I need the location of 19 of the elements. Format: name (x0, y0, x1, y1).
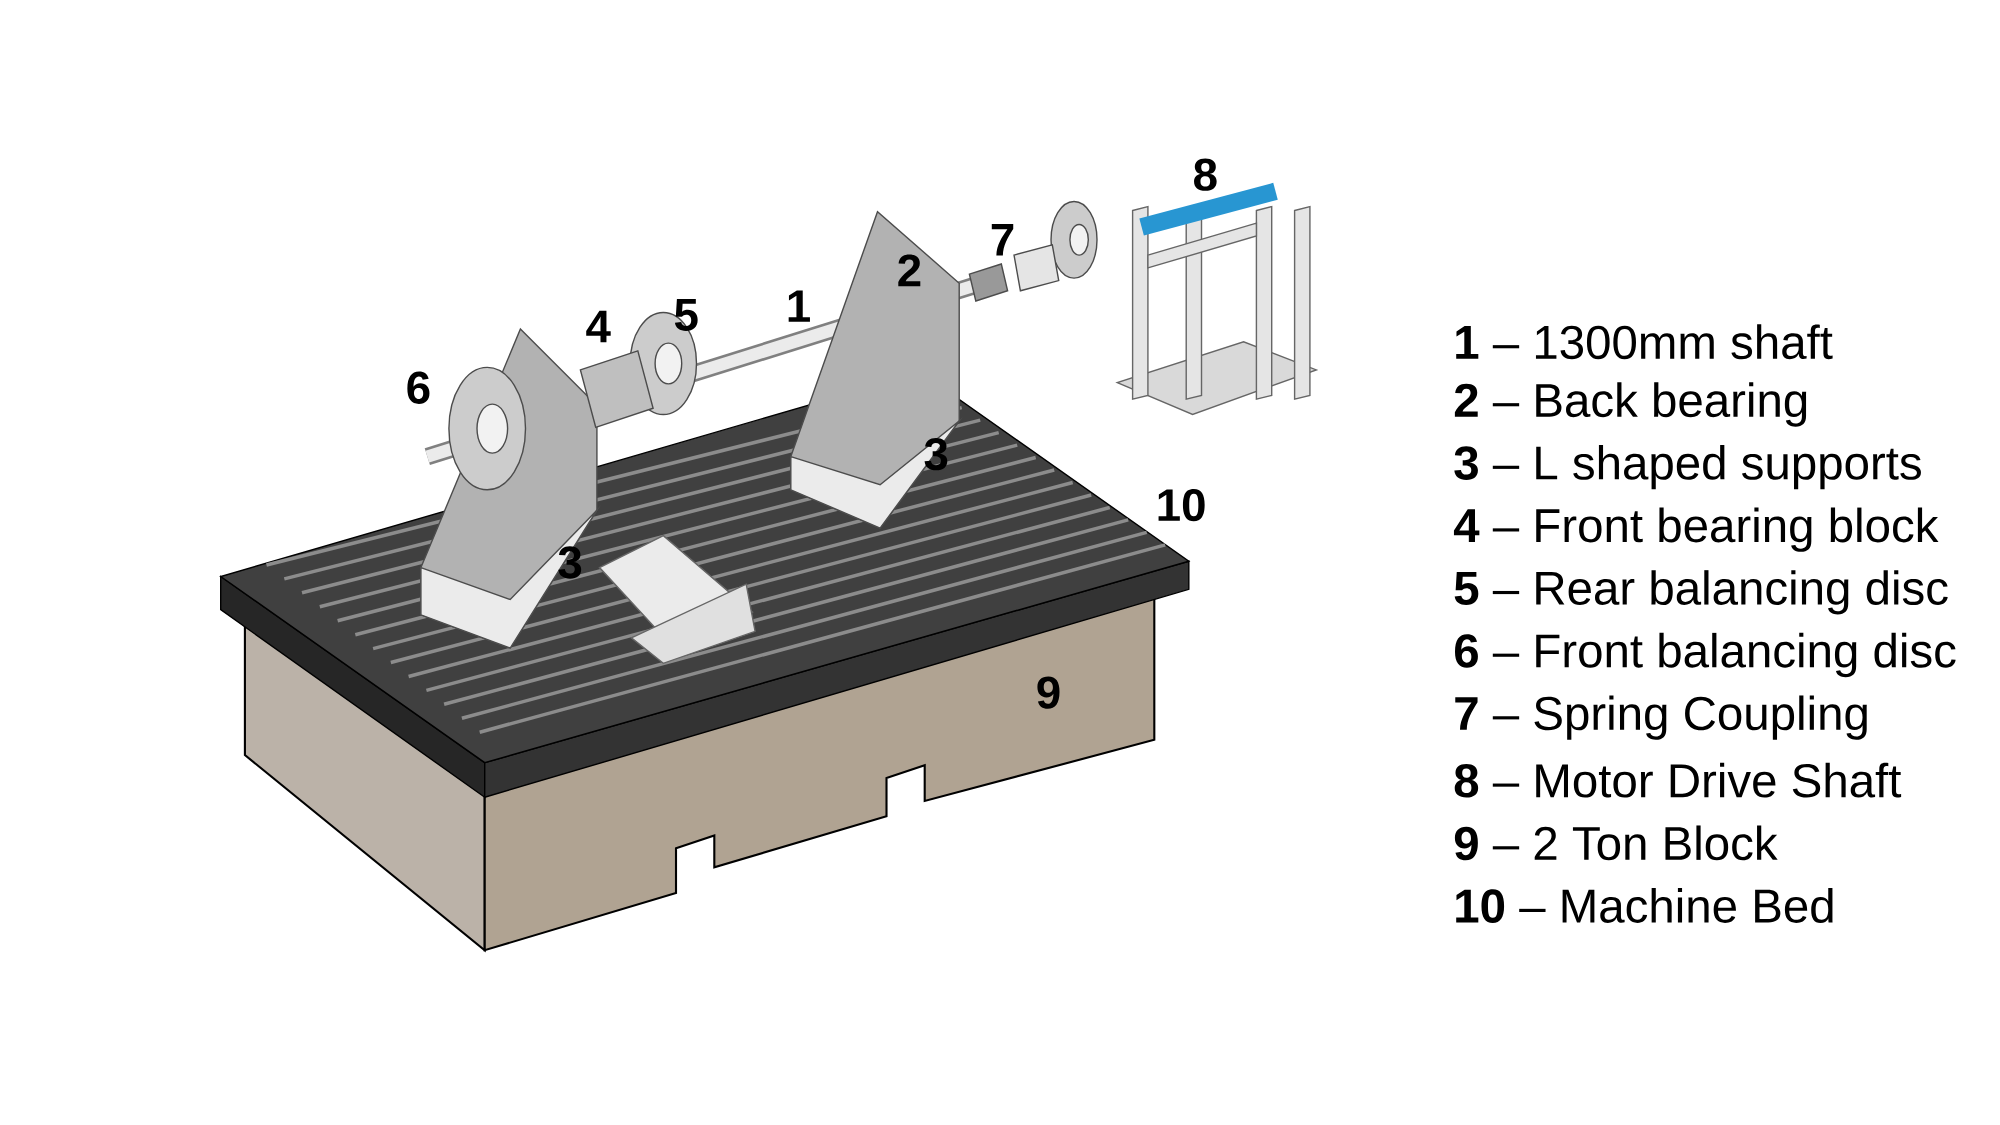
callout-number: 5 (674, 299, 698, 331)
key-entry: 2 – Back bearing (1454, 382, 1807, 427)
key-entry: 7 – Spring Coupling (1455, 695, 1867, 740)
callout-number: 4 (586, 310, 611, 343)
callout-number: 2 (898, 254, 921, 287)
callout-number: 6 (407, 371, 430, 404)
callout-number: 10 (1158, 488, 1205, 522)
key-entry: 4 – Front bearing block (1453, 507, 1939, 552)
callout-number: 9 (1037, 676, 1060, 709)
key-entry: 6 – Front balancing disc (1455, 632, 1956, 678)
callout-number: 7 (991, 224, 1014, 256)
key-entry: 10 – Machine Bed (1456, 888, 1833, 923)
key-entry: 3 – L shaped supports (1454, 444, 1921, 490)
key-entry: 1 – 1300mm shaft (1456, 324, 1833, 360)
key-entry: 8 – Motor Drive Shaft (1454, 762, 1902, 798)
key-entry: 5 – Rear balancing disc (1454, 570, 1948, 615)
callout-number: 1 (788, 290, 810, 322)
callout-number: 8 (1194, 158, 1217, 191)
key-entry: 9 – 2 Ton Block (1454, 825, 1778, 861)
